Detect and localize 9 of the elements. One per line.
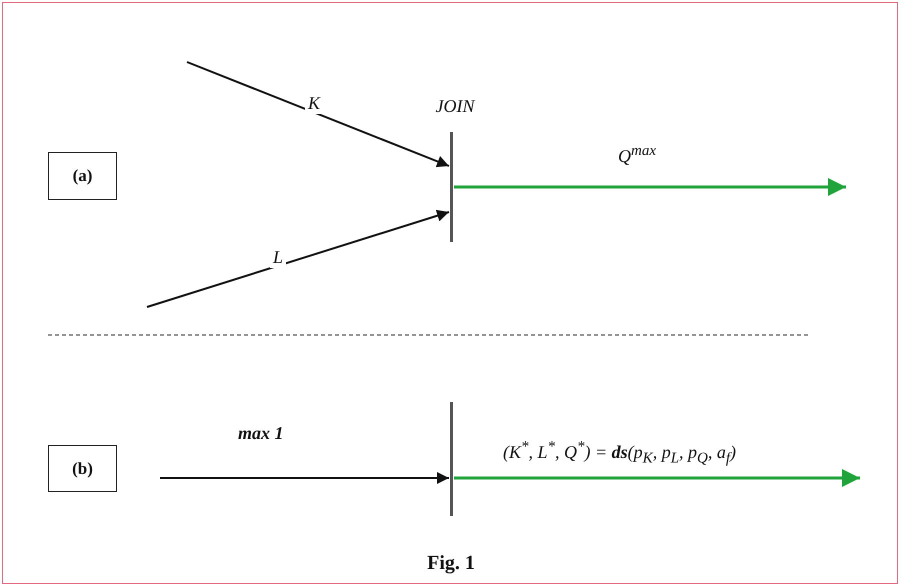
figure-caption: Fig. 1 xyxy=(427,552,475,574)
label-box: (b) xyxy=(48,445,117,492)
label-box: (a) xyxy=(48,152,117,200)
arrow xyxy=(454,469,860,487)
arrow xyxy=(160,472,449,484)
bar-label: JOIN xyxy=(434,95,476,118)
arrow xyxy=(146,210,450,308)
arrow xyxy=(186,61,450,168)
arrow xyxy=(454,178,846,196)
